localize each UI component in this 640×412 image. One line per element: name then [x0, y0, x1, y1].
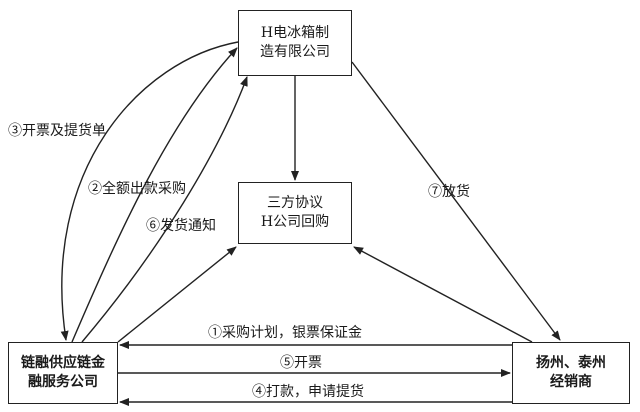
arrow-dealers-to-agreement — [353, 246, 533, 343]
arrow-3-invoice-and-bill — [60, 41, 239, 341]
edge-label-2: ②全额出款采购 — [88, 181, 186, 197]
node-tripartite-agreement: 三方协议 H公司回购 — [238, 182, 352, 244]
edge-label-4: ④打款，申请提货 — [252, 384, 364, 400]
arrow-7-release-goods — [351, 61, 561, 341]
arrow-6-delivery-notice — [81, 76, 248, 343]
edge-label-3: ③开票及提货单 — [8, 123, 106, 139]
edge-label-5: ⑤开票 — [280, 355, 322, 371]
edge-label-6: ⑥发货通知 — [146, 218, 216, 234]
arrow-2-full-payment — [71, 47, 238, 343]
node-supply-chain-finance: 链融供应链金 融服务公司 — [8, 342, 118, 404]
node-dealers: 扬州、泰州 经销商 — [512, 342, 630, 404]
node-h-company: H电冰箱制 造有限公司 — [238, 10, 352, 76]
edge-label-1: ①采购计划，银票保证金 — [208, 325, 362, 341]
edge-label-7: ⑦放货 — [428, 184, 470, 200]
arrow-supply-to-agreement — [117, 246, 237, 343]
